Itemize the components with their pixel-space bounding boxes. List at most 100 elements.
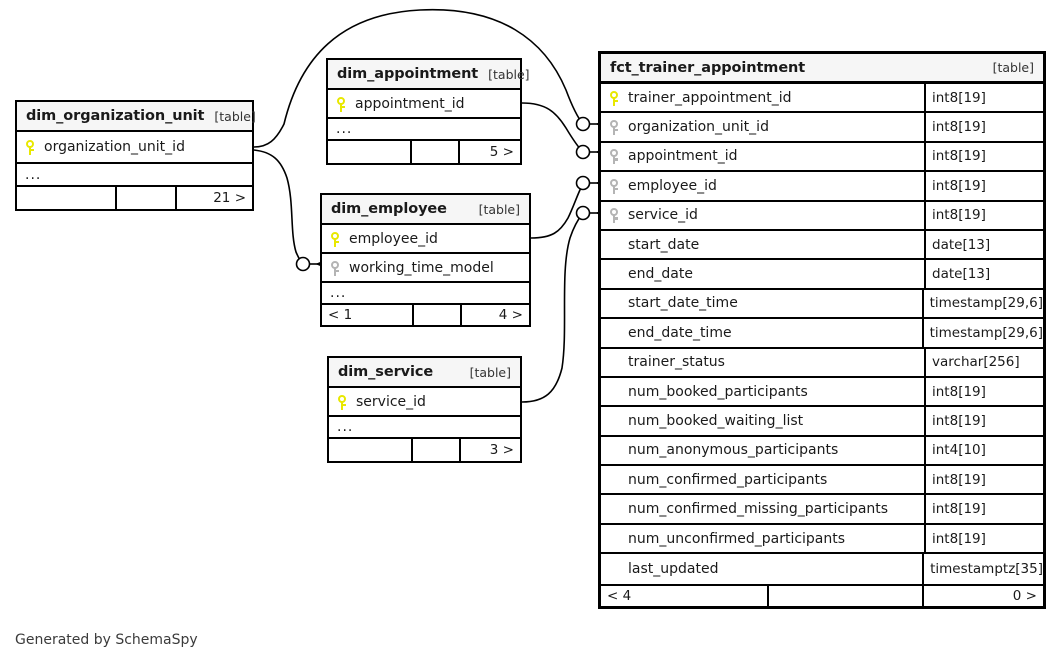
column-cell: employee_id [601, 172, 924, 199]
column-name: num_confirmed_participants [628, 471, 828, 488]
table-title: dim_employee [331, 201, 447, 217]
table-fct-trainer-appointment[interactable]: fct_trainer_appointment [table] trainer_… [598, 51, 1046, 609]
column-name: service_id [628, 207, 698, 224]
table-footer: 3 > [329, 439, 520, 461]
table-row[interactable]: service_id int8[19] [601, 201, 1043, 231]
column-name: appointment_id [628, 148, 738, 165]
column-cell: num_booked_waiting_list [601, 407, 924, 434]
column-type-cell: date[13] [924, 260, 1043, 288]
table-header: fct_trainer_appointment [table] [601, 54, 1043, 84]
column-name: num_confirmed_missing_participants [628, 501, 889, 518]
column-type: varchar[256] [932, 354, 1020, 371]
table-type-tag: [table] [469, 364, 511, 380]
column-name: trainer_status [628, 354, 725, 371]
table-row[interactable]: num_confirmed_participants int8[19] [601, 466, 1043, 496]
column-name: organization_unit_id [628, 119, 769, 136]
column-cell: end_date_time [601, 319, 922, 346]
column-cell: num_booked_participants [601, 378, 924, 405]
column-type-cell: int8[19] [924, 466, 1043, 494]
column-type: int8[19] [932, 501, 986, 518]
generated-by-label: Generated by SchemaSpy [15, 632, 198, 648]
table-header: dim_service [table] [329, 358, 520, 388]
column-cell: trainer_appointment_id [601, 84, 924, 111]
table-row[interactable]: organization_unit_id int8[19] [601, 113, 1043, 143]
table-row[interactable]: num_confirmed_missing_participants int8[1… [601, 495, 1043, 525]
column-type: int8[19] [932, 119, 986, 136]
foreign-key-icon [609, 119, 620, 136]
column-type-cell: int8[19] [924, 495, 1043, 523]
table-row[interactable]: appointment_id int8[19] [601, 142, 1043, 173]
table-row[interactable]: last_updated timestamptz[35] [601, 554, 1043, 584]
table-dim-organization-unit[interactable]: dim_organization_unit [table] organizati… [15, 100, 256, 211]
table-row[interactable]: trainer_appointment_id int8[19] [601, 84, 1043, 114]
column-type: int8[19] [932, 148, 986, 165]
column-name: num_booked_participants [628, 383, 808, 400]
column-type-cell: timestamptz[35] [922, 554, 1043, 584]
column-type-cell: int8[19] [924, 84, 1043, 112]
column-type: int8[19] [932, 412, 986, 429]
table-row[interactable]: start_date date[13] [601, 230, 1043, 261]
table-title: fct_trainer_appointment [610, 59, 806, 76]
more-columns-ellipsis: ... [329, 417, 520, 439]
column-cell: start_date [601, 231, 924, 258]
connector-orgunit-to-fct [253, 8, 584, 148]
footer-middle [414, 305, 462, 325]
footer-middle [769, 585, 924, 606]
primary-key-icon [330, 231, 341, 247]
column-type-cell: timestamp[29,6] [921, 289, 1043, 318]
column-cell: start_date_time [601, 290, 922, 317]
table-row[interactable]: employee_id [322, 225, 529, 254]
column-type-cell: int8[19] [924, 407, 1043, 435]
more-columns-ellipsis: ... [322, 283, 529, 305]
column-name: appointment_id [355, 95, 465, 112]
table-row[interactable]: num_anonymous_participants int4[10] [601, 436, 1043, 467]
connector-service-to-fct [521, 212, 584, 403]
column-type: int8[19] [932, 89, 986, 106]
column-name: employee_id [628, 177, 717, 194]
column-cell: last_updated [601, 554, 922, 583]
column-type-cell: int8[19] [924, 201, 1043, 229]
column-type: timestamptz[35] [930, 560, 1043, 577]
table-row[interactable]: trainer_status varchar[256] [601, 348, 1043, 378]
table-row[interactable]: organization_unit_id [17, 132, 252, 164]
more-columns-ellipsis: ... [328, 119, 520, 141]
column-type: int8[19] [932, 207, 986, 224]
column-name: num_anonymous_participants [628, 442, 839, 459]
column-type: date[13] [932, 236, 991, 253]
column-cell: num_confirmed_missing_participants [601, 495, 924, 522]
column-type: int4[10] [932, 442, 986, 459]
table-type-tag: [table] [992, 60, 1034, 75]
foreign-key-icon [609, 207, 620, 224]
table-type-tag: [table] [488, 66, 530, 82]
column-type-cell: int4[10] [924, 436, 1043, 465]
table-row[interactable]: working_time_model [322, 254, 529, 283]
table-row[interactable]: employee_id int8[19] [601, 172, 1043, 202]
table-type-tag: [table] [214, 108, 256, 124]
column-name: start_date [628, 236, 700, 253]
column-cell: trainer_status [601, 349, 924, 376]
table-row[interactable]: num_booked_waiting_list int8[19] [601, 407, 1043, 437]
footer-right-count: 0 > [1012, 587, 1037, 604]
table-title: dim_appointment [337, 66, 479, 82]
column-cell: num_unconfirmed_participants [601, 525, 924, 552]
table-dim-employee[interactable]: dim_employee [table] employee_id working… [320, 193, 531, 327]
table-row[interactable]: appointment_id [328, 90, 520, 119]
table-header: dim_organization_unit [table] [17, 102, 256, 132]
table-row[interactable]: service_id [329, 388, 520, 417]
footer-left-count: < 4 [601, 585, 769, 606]
column-cell: end_date [601, 260, 924, 287]
column-type-cell: varchar[256] [924, 348, 1043, 376]
foreign-key-icon [609, 148, 620, 165]
column-type-cell: date[13] [924, 230, 1043, 259]
column-type-cell: int8[19] [924, 172, 1043, 200]
table-dim-service[interactable]: dim_service [table] service_id ... 3 > [327, 356, 522, 463]
footer-middle [413, 439, 461, 461]
table-dim-appointment[interactable]: dim_appointment [table] appointment_id .… [326, 58, 530, 165]
